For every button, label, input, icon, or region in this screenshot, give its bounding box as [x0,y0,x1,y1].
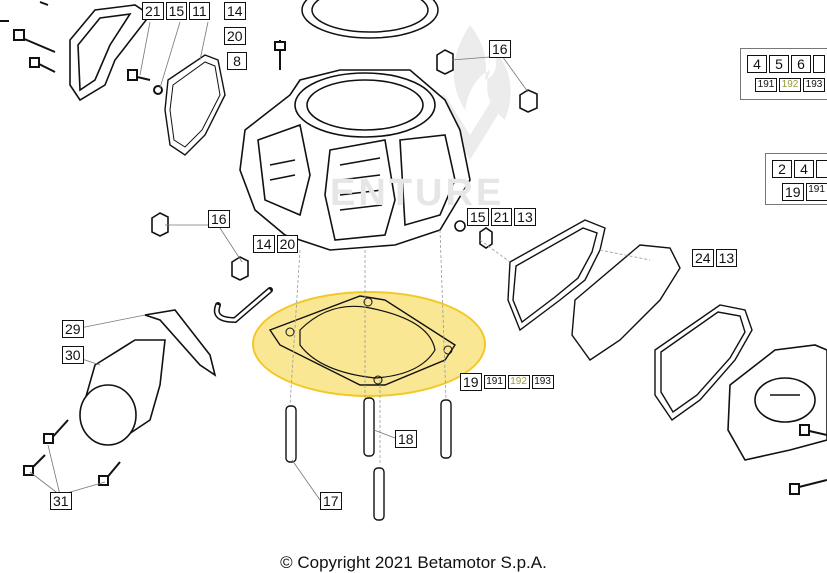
callout-24-13: 24 13 [692,249,739,267]
callout-31-box: 31 [50,492,74,510]
bolts-right [789,424,827,495]
left-cover [69,4,152,102]
callout-19[interactable]: 19 [460,373,482,391]
callout-16[interactable]: 16 [208,210,230,228]
callout-30[interactable]: 30 [62,346,84,364]
bolts-bottom-left [23,419,121,486]
callout-8-top: 8 [227,52,249,70]
valve-housing [79,309,217,446]
callout-5[interactable]: 5 [769,55,789,73]
callout-14-20: 14 20 [253,235,300,253]
watermark-text: ENTURE [330,172,505,214]
side-gaskets [507,219,753,421]
callout-16[interactable]: 16 [489,40,511,58]
callout-4[interactable]: 4 [794,160,814,178]
callout-191[interactable]: 191 [755,78,777,92]
callout-191[interactable]: 191 [483,375,506,389]
callout-24[interactable]: 24 [692,249,714,267]
callout-17[interactable]: 17 [320,492,342,510]
callout-20-top: 20 [224,27,248,45]
callout-4[interactable]: 4 [747,55,767,73]
callout-193[interactable]: 193 [803,78,825,92]
callout-21[interactable]: 21 [490,208,513,226]
callout-191[interactable]: 191 [805,183,827,201]
callout-group-right-1: 4 5 6 191 192 193 [740,48,827,100]
cover-gasket [164,54,226,156]
callout-14[interactable]: 14 [224,2,246,20]
callout-16-left: 16 [208,210,232,228]
right-cover [727,344,827,461]
callout-20[interactable]: 20 [276,235,299,253]
callout-19[interactable]: 19 [782,183,804,201]
callout-29-box: 29 [62,320,86,338]
callout-20[interactable]: 20 [224,27,246,45]
callout-2[interactable]: 2 [772,160,792,178]
callout-18-box: 18 [395,430,419,448]
callout-11[interactable]: 11 [189,2,210,20]
cylinder-bore-top [301,0,439,39]
callout-14[interactable]: 14 [253,235,275,253]
callout-14-top: 14 [224,2,248,20]
callout-15-21-13: 15 21 13 [467,208,538,226]
callout-16-top: 16 [489,40,513,58]
callout-192[interactable]: 192 [507,375,530,389]
callout-30-box: 30 [62,346,86,364]
callout-29[interactable]: 29 [62,320,84,338]
cover-gasket-inner [169,61,221,148]
copyright-text: © Copyright 2021 Betamotor S.p.A. [280,553,547,572]
hose [213,287,273,324]
callout-31[interactable]: 31 [50,492,72,510]
callout-18[interactable]: 18 [395,430,417,448]
callout-6[interactable]: 6 [791,55,811,73]
leader-lines [289,229,651,465]
callout-15[interactable]: 15 [165,2,188,20]
bolts-top-left [13,1,286,95]
studs [285,397,452,521]
callout-group-right-2: 2 4 19 191 [765,153,827,205]
base-gasket-highlighted [252,291,486,397]
callout-19-group: 19 191 192 193 [460,373,556,391]
callout-13[interactable]: 13 [715,249,738,267]
callout-21[interactable]: 21 [142,2,164,20]
callout-193[interactable]: 193 [531,375,554,389]
callout-21-15-11: 21 15 11 [142,2,212,20]
cylinder-body [239,69,471,251]
callout-8[interactable]: 8 [227,52,247,70]
callout-192[interactable]: 192 [779,78,801,92]
callout-partial-left [0,20,11,22]
callout-17-box: 17 [320,492,344,510]
callout-15[interactable]: 15 [467,208,489,226]
nuts [151,49,538,281]
callout-13[interactable]: 13 [514,208,536,226]
